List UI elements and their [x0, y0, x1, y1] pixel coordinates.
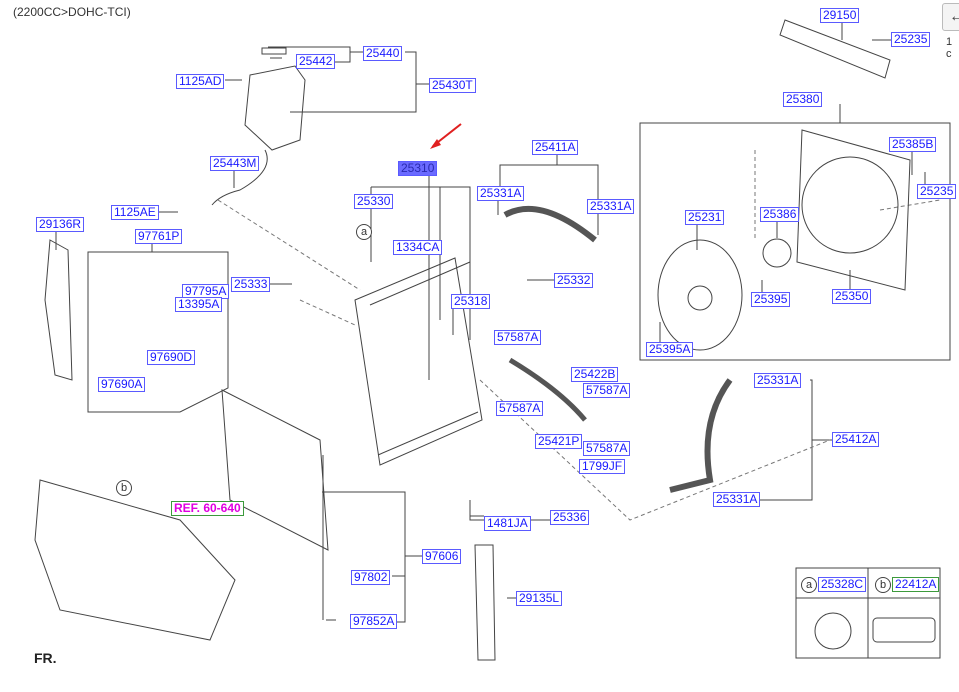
part-label[interactable]: 25318: [451, 294, 491, 309]
legend-a-marker: a: [801, 577, 817, 593]
part-label[interactable]: 25350: [832, 289, 872, 304]
callout-b: b: [116, 480, 132, 496]
legend-b-marker: b: [875, 577, 891, 593]
part-label[interactable]: 25411A: [532, 140, 579, 155]
part-label[interactable]: 22412A: [892, 577, 940, 592]
part-label[interactable]: 1799JF: [579, 459, 626, 474]
part-label[interactable]: 57587A: [494, 330, 542, 345]
part-label[interactable]: 25443M: [210, 156, 260, 171]
part-label[interactable]: 97761P: [135, 229, 183, 244]
part-label[interactable]: 25231: [685, 210, 725, 225]
part-label[interactable]: 25380: [783, 92, 823, 107]
reference-link[interactable]: REF. 60-640: [171, 501, 244, 516]
part-label[interactable]: 25385B: [889, 137, 937, 152]
part-label[interactable]: 25331A: [587, 199, 635, 214]
part-label[interactable]: 29150: [820, 8, 860, 23]
part-label[interactable]: 97802: [351, 570, 391, 585]
part-label[interactable]: 25331A: [477, 186, 525, 201]
part-label[interactable]: 25386: [760, 207, 800, 222]
part-label[interactable]: 25331A: [754, 373, 802, 388]
part-label[interactable]: 1125AD: [176, 74, 225, 89]
model-title: (2200CC>DOHC-TCI): [13, 5, 131, 19]
part-label[interactable]: 25328C: [818, 577, 867, 592]
part-label[interactable]: 1125AE: [111, 205, 159, 220]
part-label[interactable]: 29135L: [516, 591, 563, 606]
part-label[interactable]: 25331A: [713, 492, 761, 507]
part-label[interactable]: 57587A: [496, 401, 544, 416]
part-label[interactable]: 25430T: [429, 78, 476, 93]
page-indicator: 1 c: [946, 36, 953, 60]
part-label[interactable]: 57587A: [583, 383, 631, 398]
part-label[interactable]: 25235: [917, 184, 957, 199]
part-label[interactable]: 25332: [554, 273, 594, 288]
part-label[interactable]: 25421P: [535, 434, 583, 449]
part-label[interactable]: 97690D: [147, 350, 196, 365]
arrow-left-icon[interactable]: ←: [942, 3, 959, 31]
part-label[interactable]: 1481JA: [484, 516, 531, 531]
callout-a: a: [356, 224, 372, 240]
front-marker: FR.: [34, 650, 57, 666]
part-label[interactable]: 97852A: [350, 614, 398, 629]
part-label[interactable]: 25336: [550, 510, 590, 525]
part-label[interactable]: 97690A: [98, 377, 146, 392]
part-label[interactable]: 13395A: [175, 297, 223, 312]
part-label[interactable]: 1334CA: [393, 240, 443, 255]
part-label[interactable]: 25440: [363, 46, 403, 61]
part-label[interactable]: 25330: [354, 194, 394, 209]
part-label[interactable]: 25395: [751, 292, 791, 307]
part-label[interactable]: 57587A: [583, 441, 631, 456]
part-label[interactable]: 97795A: [182, 284, 230, 299]
part-label[interactable]: 25422B: [571, 367, 619, 382]
part-label[interactable]: 25395A: [646, 342, 694, 357]
part-label-selected[interactable]: 25310: [398, 161, 438, 176]
part-label[interactable]: 25412A: [832, 432, 880, 447]
part-label[interactable]: 25235: [891, 32, 931, 47]
part-label[interactable]: 29136R: [36, 217, 85, 232]
part-label[interactable]: 97606: [422, 549, 462, 564]
part-label[interactable]: 25333: [231, 277, 271, 292]
part-label[interactable]: 25442: [296, 54, 336, 69]
